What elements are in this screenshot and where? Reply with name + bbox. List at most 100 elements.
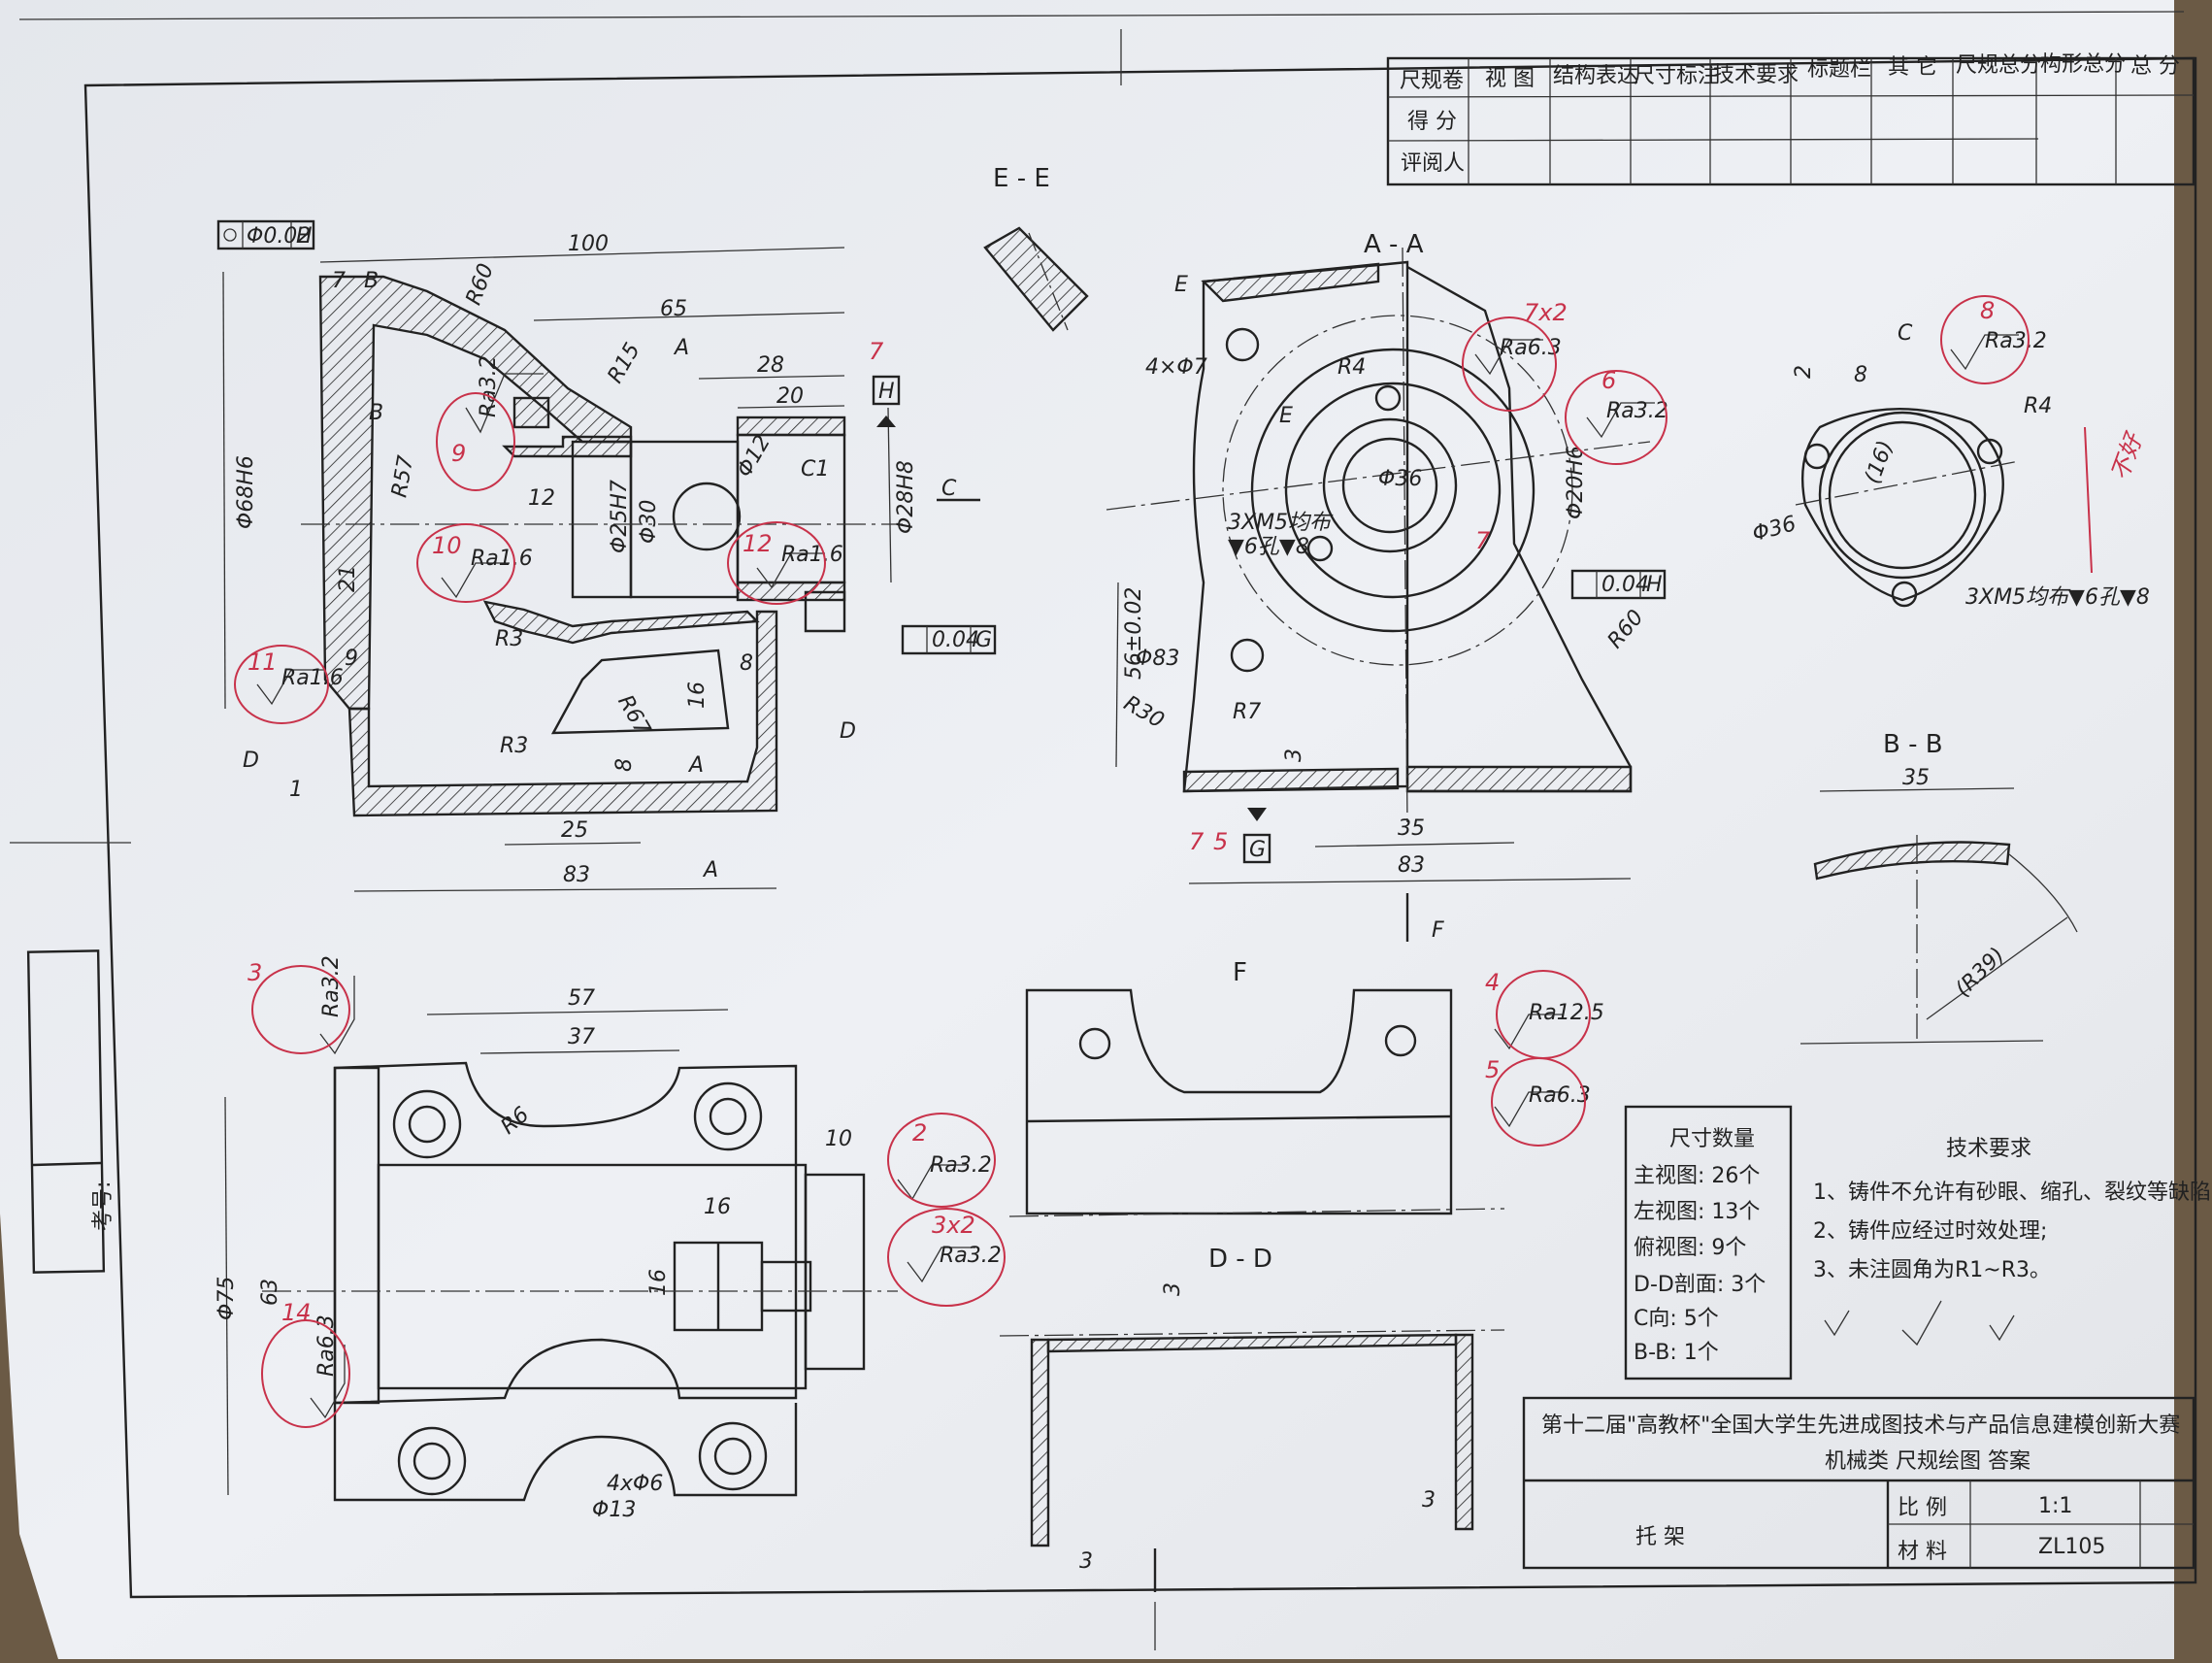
ra-text-13: Ra3.2 [319, 955, 344, 1017]
dim-r3a: R3 [495, 627, 523, 651]
top-16a: 16 [704, 1195, 731, 1219]
ra-text-12: Ra6.3 [314, 1314, 339, 1377]
dim-count-3: D-D剖面: 3个 [1634, 1273, 1766, 1297]
dim-count-5: B-B: 1个 [1634, 1341, 1719, 1365]
side-phi83: Φ83 [1136, 647, 1179, 671]
dim-phi25: Φ25H7 [608, 480, 632, 553]
score-header-3: 尺寸标注 [1634, 64, 1719, 88]
side-83: 83 [1398, 853, 1425, 878]
roughness-9: Ra6.3 [1494, 1083, 1591, 1128]
aa-label: A - A [1364, 230, 1424, 259]
dd-label: D - D [1208, 1245, 1272, 1274]
roughness-4: Ra1.6 [441, 547, 533, 599]
contest-title: 第十二届"高教杯"全国大学生先进成图技术与产品信息建模创新大赛 [1541, 1414, 2180, 1438]
dim-8a: 8 [740, 651, 753, 676]
exam-no-label: 考号: [91, 1181, 116, 1231]
c-r4: R4 [2024, 394, 2052, 418]
datum-g-text: G [1249, 838, 1266, 862]
red-mark-2: 2 [912, 1119, 927, 1147]
side-holes: 3XM5均布 [1228, 511, 1334, 535]
dim-12: 12 [528, 486, 555, 511]
dim-1: 1 [289, 778, 303, 802]
dim-25: 25 [561, 818, 588, 843]
f-label: F [1233, 958, 1247, 987]
side-r7: R7 [1233, 700, 1261, 724]
parallel-g: G [975, 628, 992, 652]
red-mark-11: 11 [248, 649, 278, 676]
technical-requirements: 技术要求 1、铸件不允许有砂眼、缩孔、裂纹等缺陷; 2、铸件应经过时效处理; 3… [1813, 1137, 2212, 1347]
title-block: 第十二届"高教杯"全国大学生先进成图技术与产品信息建模创新大赛 机械类 尺规绘图… [1522, 1396, 2195, 1570]
red-mark-12: 12 [743, 530, 773, 557]
ee-label: E - E [993, 164, 1050, 193]
dim-c1: C1 [801, 457, 829, 482]
score-row-1: 评阅人 [1401, 151, 1465, 176]
dim-100: 100 [568, 232, 609, 256]
datum-g: G [1242, 808, 1271, 864]
tech-req-title: 技术要求 [1946, 1137, 2031, 1161]
score-header-0: 尺规卷 [1400, 69, 1464, 93]
red-mark-3x2: 3x2 [932, 1212, 975, 1239]
dim-28: 28 [757, 353, 784, 378]
c-2: 2 [1792, 365, 1816, 379]
top-cb: Φ13 [592, 1498, 636, 1522]
title-subtitle: 机械类 尺规绘图 答案 [1825, 1449, 2030, 1474]
dim-8b: 8 [612, 758, 637, 772]
ra-text-8: Ra12.5 [1529, 1001, 1604, 1025]
red-mark-7x2: 7x2 [1524, 299, 1568, 326]
side-56: 56±0.02 [1122, 587, 1146, 680]
dim-a3: A [702, 858, 718, 882]
tech-req-1: 2、铸件应经过时效处理; [1813, 1219, 2047, 1244]
grader-red-marks: 9 10 11 12 7 7x2 6 8 3 2 3x2 14 4 5 5 7 … [234, 295, 2148, 1428]
dim-16: 16 [685, 682, 710, 709]
ra-text-11: Ra3.2 [940, 1244, 1002, 1268]
side-phi36: Φ36 [1378, 467, 1422, 491]
ra-text-1: Ra3.2 [477, 355, 501, 417]
red-mark-7a: 7 [869, 338, 884, 365]
side-e: E [1174, 273, 1188, 297]
geo-phi002: Φ0.02 [247, 224, 311, 249]
score-header-5: 标题栏 [1807, 57, 1871, 82]
red-mark-8: 8 [1980, 297, 1995, 324]
dim-21: 21 [336, 565, 360, 592]
dim-phi30: Φ30 [637, 500, 661, 544]
score-row-0: 得 分 [1407, 110, 1457, 134]
side-phi20h6: Φ20H6 [1564, 446, 1588, 519]
score-header-4: 技术要求 [1713, 63, 1799, 87]
roughness-1: Ra3.2 [465, 355, 544, 434]
perpendicularity-frame: 0.04 H [1570, 569, 1667, 600]
score-header-1: 视 图 [1485, 67, 1535, 91]
top-57: 57 [568, 986, 595, 1011]
score-header-6: 其 它 [1888, 55, 1937, 80]
dim-a2: A [687, 753, 704, 778]
dim-20: 20 [776, 384, 804, 409]
ra-text-10: Ra3.2 [930, 1153, 992, 1178]
dim-b2: B [369, 401, 383, 425]
dim-d: D [243, 748, 259, 773]
red-mark-4: 4 [1485, 969, 1500, 996]
top-phi75: Φ75 [215, 1277, 239, 1320]
dim-r3b: R3 [500, 734, 528, 758]
dimension-count-box: 尺寸数量 主视图: 26个 左视图: 13个 俯视图: 9个 D-D剖面: 3个… [1624, 1105, 1793, 1380]
dim-83: 83 [563, 863, 590, 887]
dim-b: B [364, 269, 379, 293]
material-value: ZL105 [2038, 1535, 2105, 1559]
top-10: 10 [825, 1127, 852, 1151]
dim-7: 7 [332, 269, 346, 293]
roughness-10: Ra3.2 [897, 1153, 992, 1201]
scale-label: 比 例 [1898, 1496, 1947, 1520]
exam-number-box: 考号: [26, 949, 116, 1274]
top-16b: 16 [646, 1269, 671, 1296]
c-holes: 3XM5均布▼6孔▼8 [1965, 585, 2150, 610]
score-header-8: 构形总分 [2040, 52, 2126, 77]
ra-text-9: Ra6.3 [1529, 1083, 1591, 1108]
red-mark-5b: 5 [1213, 828, 1228, 855]
red-mark-14: 14 [281, 1299, 312, 1326]
ee-section: E - E [983, 164, 1089, 332]
roughness-11: Ra3.2 [907, 1244, 1002, 1283]
ra-text-2: Ra6.3 [1500, 336, 1562, 360]
c-8: 8 [1854, 363, 1867, 387]
f-view: F [1008, 958, 1505, 1217]
red-mark-7c: 7 [1475, 527, 1491, 554]
drawing-frame [10, 11, 2197, 1650]
